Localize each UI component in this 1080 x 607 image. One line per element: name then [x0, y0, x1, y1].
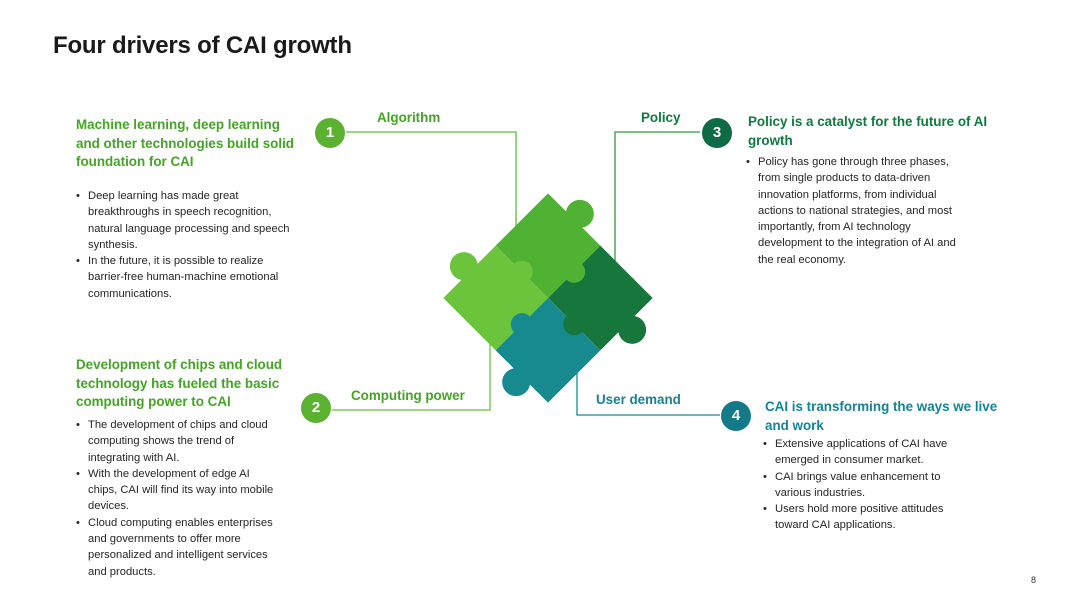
bullet-item: The development of chips and cloud compu… [76, 417, 326, 466]
heading-line: Policy is a catalyst for the future of A… [748, 114, 988, 129]
bullet-line: The development of chips and cloud [88, 419, 268, 431]
driver-4-number-badge: 4 [721, 401, 751, 431]
driver-3-bullets: Policy has gone through three phases, fr… [746, 154, 1006, 268]
bullet-item: Cloud computing enables enterprises and … [76, 515, 326, 580]
bullet-line: Deep learning has made great [88, 190, 239, 202]
heading-line: Machine learning, deep learning [76, 117, 280, 132]
bullet-line: synthesis. [88, 238, 138, 251]
heading-line: Development of chips and cloud [76, 357, 283, 372]
heading-line: CAI is transforming the ways we live [765, 399, 998, 414]
bullet-line: toward CAI applications. [775, 519, 896, 532]
driver-1-bullets: Deep learning has made great breakthroug… [76, 188, 326, 302]
driver-2-bullets: The development of chips and cloud compu… [76, 417, 326, 580]
knob-left-top [510, 260, 533, 283]
bullet-item: In the future, it is possible to realize… [76, 253, 326, 302]
algorithm-connector-line [346, 131, 517, 228]
bullet-line: the real economy. [758, 253, 847, 266]
bullet-item: Policy has gone through three phases, fr… [746, 154, 1006, 268]
bullet-line: actions to national strategies, and most [758, 204, 953, 217]
heading-line: technology has fueled the basic [76, 375, 280, 391]
bullet-line: breakthroughs in speech recognition, [88, 206, 272, 219]
user-demand-connector-line [576, 372, 720, 416]
bullet-item: Extensive applications of CAI have emerg… [763, 436, 1013, 469]
bullet-item: With the development of edge AI chips, C… [76, 466, 326, 515]
heading-line: growth [748, 132, 793, 148]
driver-2-label: Computing power [351, 388, 465, 403]
knob-top-right [563, 260, 586, 283]
bullet-line: Users hold more positive attitudes [775, 503, 944, 516]
driver-3-heading: Policy is a catalyst for the future of A… [748, 113, 1028, 150]
heading-line: foundation for CAI [76, 154, 194, 169]
bullet-line: computing shows the trend of [88, 435, 235, 448]
bullet-line: chips, CAI will find its way into mobile [88, 484, 274, 497]
knob-bottom-left [510, 313, 533, 336]
driver-1-label: Algorithm [377, 110, 441, 125]
bullet-line: In the future, it is possible to realize [88, 255, 264, 268]
bullet-line: personalized and intelligent services [88, 549, 268, 562]
bullet-line: CAI brings value enhancement to [775, 470, 941, 483]
driver-3-number-badge: 3 [702, 118, 732, 148]
bullet-line: Cloud computing enables enterprises [88, 516, 273, 529]
bullet-line: emerged in consumer market. [775, 454, 924, 467]
bullet-line: innovation platforms, from individual [758, 188, 937, 201]
bullet-line: Extensive applications of CAI have [775, 438, 948, 450]
driver-4-heading: CAI is transforming the ways we live and… [765, 398, 1035, 435]
bullet-line: devices. [88, 500, 130, 513]
computing-connector-line [332, 338, 491, 411]
driver-2-number-badge: 2 [301, 393, 331, 423]
bullet-line: Policy has gone through three phases, [758, 156, 949, 168]
driver-2-heading: Development of chips and cloud technolog… [76, 356, 316, 412]
bullet-line: and governments to offer more [88, 533, 241, 546]
driver-4-label: User demand [596, 392, 681, 407]
bullet-item: Deep learning has made great breakthroug… [76, 188, 326, 253]
page-title: Four drivers of CAI growth [53, 32, 352, 59]
bullet-line: various industries. [775, 486, 866, 499]
bullet-line: integrating with AI. [88, 451, 180, 464]
knob-right-bottom [563, 313, 586, 336]
driver-3-label: Policy [641, 110, 681, 125]
bullet-line: natural language processing and speech [88, 222, 290, 235]
page-number: 8 [1030, 575, 1036, 585]
heading-line: and other technologies build solid [76, 135, 294, 151]
driver-1-number-badge: 1 [315, 118, 345, 148]
bullet-line: development to the integration of AI and [758, 237, 956, 250]
bullet-line: importantly, from AI technology [758, 221, 911, 234]
policy-connector-line [614, 131, 700, 270]
heading-line: computing power to CAI [76, 394, 231, 409]
bullet-item: CAI brings value enhancement to various … [763, 469, 1013, 502]
bullet-line: With the development of edge AI [88, 467, 250, 480]
driver-1-heading: Machine learning, deep learning and othe… [76, 116, 316, 172]
bullet-line: communications. [88, 287, 172, 300]
driver-4-bullets: Extensive applications of CAI have emerg… [763, 436, 1013, 534]
bullet-line: barrier-free human-machine emotional [88, 271, 279, 284]
bullet-line: and products. [88, 565, 156, 578]
bullet-item: Users hold more positive attitudes towar… [763, 501, 1013, 534]
heading-line: and work [765, 417, 824, 433]
bullet-line: from single products to data-driven [758, 172, 931, 185]
